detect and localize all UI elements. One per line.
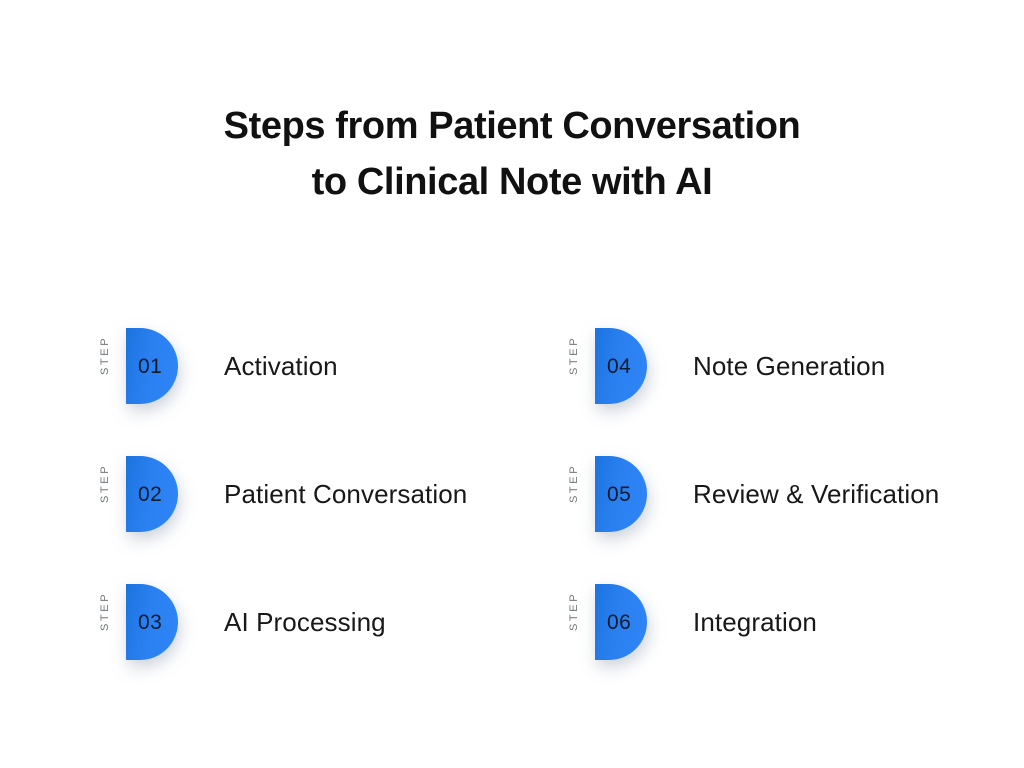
- step-label-02: Patient Conversation: [224, 478, 468, 509]
- steps-grid: STEP 01 Activation STEP 02 Patient Conve…: [0, 328, 1024, 678]
- title-line-1: Steps from Patient Conversation: [223, 105, 801, 147]
- step-item-06[interactable]: STEP 06 Integration: [565, 584, 817, 660]
- step-number-06: 06: [607, 610, 632, 634]
- step-item-02[interactable]: STEP 02 Patient Conversation: [96, 456, 467, 532]
- step-number-03: 03: [138, 610, 163, 634]
- step-badge-02[interactable]: 02: [126, 456, 178, 532]
- step-label-04: Note Generation: [693, 350, 886, 381]
- step-item-04[interactable]: STEP 04 Note Generation: [565, 328, 885, 404]
- step-caption-04: STEP: [568, 335, 580, 375]
- step-number-01: 01: [138, 354, 163, 378]
- step-label-06: Integration: [693, 606, 817, 637]
- step-caption-05: STEP: [568, 463, 580, 503]
- step-caption-01: STEP: [99, 335, 111, 375]
- step-badge-04[interactable]: 04: [595, 328, 647, 404]
- step-item-01[interactable]: STEP 01 Activation: [96, 328, 338, 404]
- page-title: Steps from Patient Conversation to Clini…: [0, 98, 1024, 210]
- step-label-01: Activation: [224, 350, 338, 381]
- step-number-02: 02: [138, 482, 163, 506]
- step-number-05: 05: [607, 482, 632, 506]
- step-label-05: Review & Verification: [693, 478, 940, 509]
- step-caption-03: STEP: [99, 591, 111, 631]
- step-caption-06: STEP: [568, 591, 580, 631]
- step-item-03[interactable]: STEP 03 AI Processing: [96, 584, 386, 660]
- step-badge-06[interactable]: 06: [595, 584, 647, 660]
- title-line-2: to Clinical Note with AI: [311, 161, 713, 203]
- step-item-05[interactable]: STEP 05 Review & Verification: [565, 456, 939, 532]
- step-badge-03[interactable]: 03: [126, 584, 178, 660]
- step-badge-01[interactable]: 01: [126, 328, 178, 404]
- step-label-03: AI Processing: [224, 606, 386, 637]
- step-badge-05[interactable]: 05: [595, 456, 647, 532]
- step-number-04: 04: [607, 354, 632, 378]
- step-caption-02: STEP: [99, 463, 111, 503]
